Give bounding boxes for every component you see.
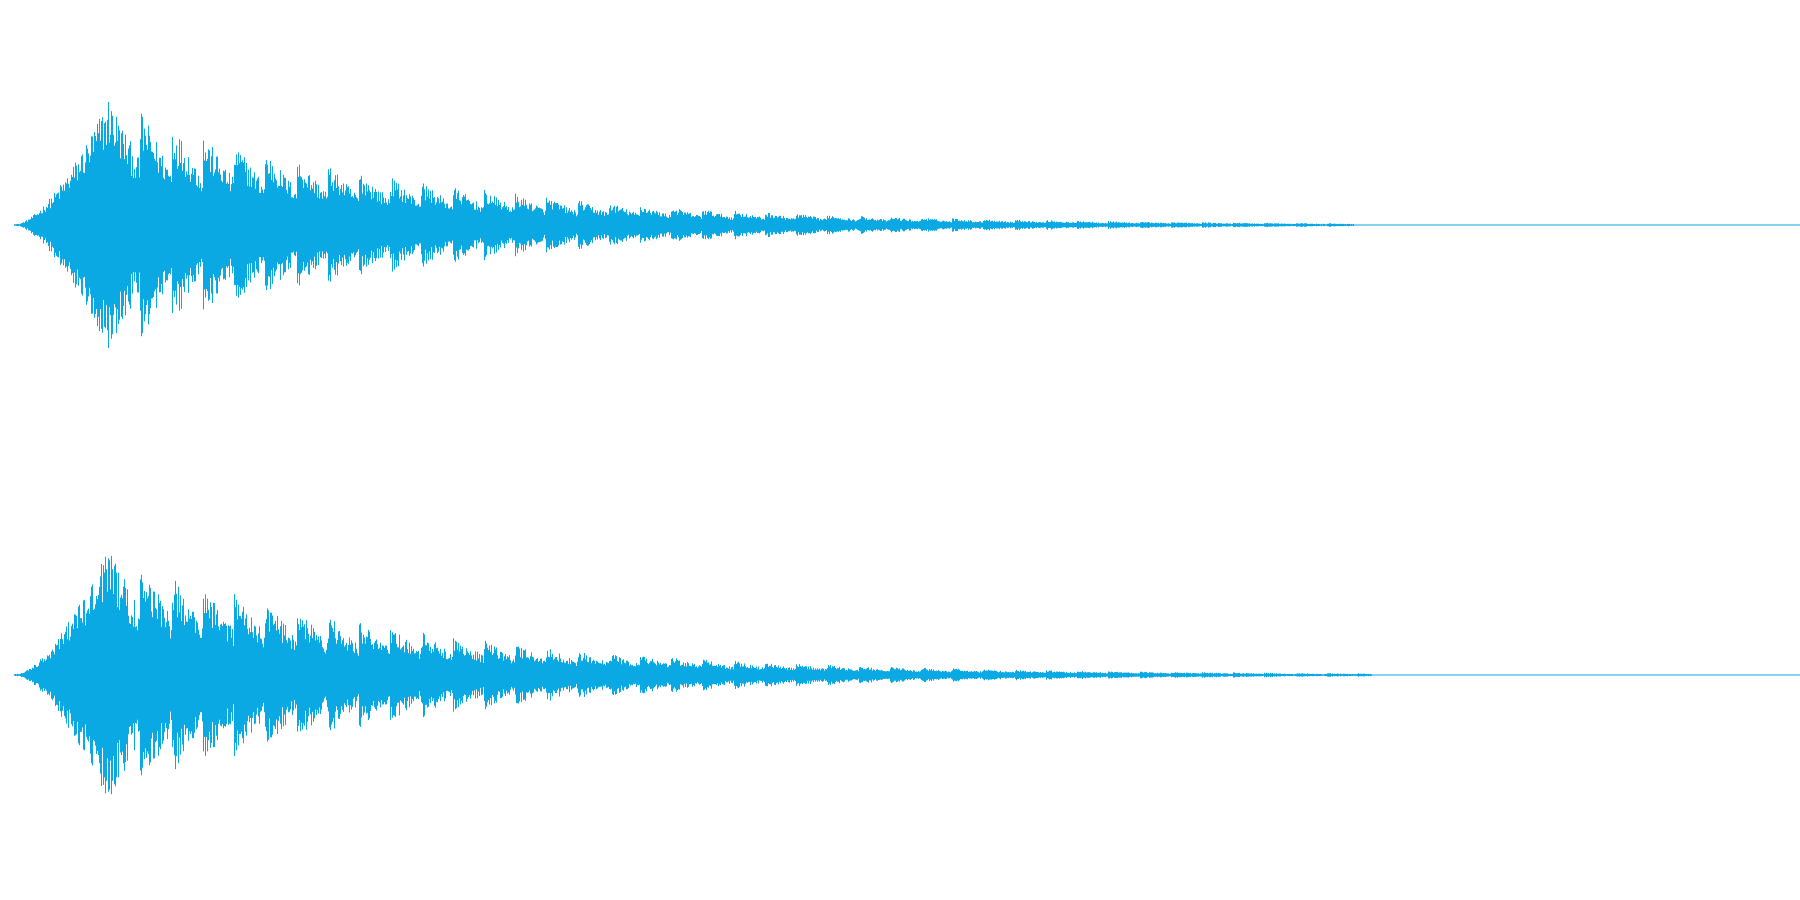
waveform-signal — [14, 102, 1354, 348]
waveform-channel-1 — [14, 102, 1800, 348]
waveform-channel-2 — [14, 555, 1800, 795]
waveform-signal — [14, 555, 1372, 795]
